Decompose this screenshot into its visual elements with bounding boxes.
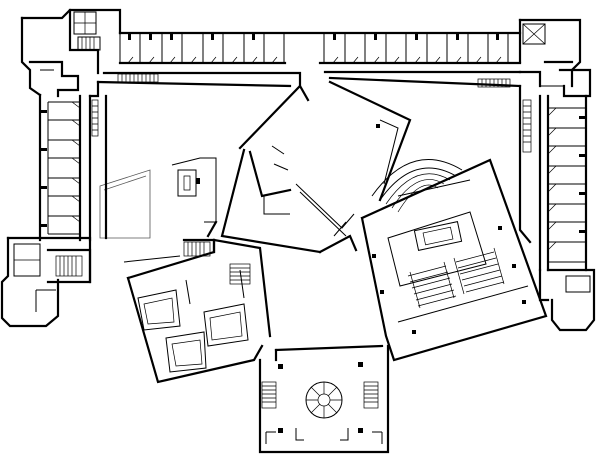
southwest-labs-block — [126, 238, 272, 384]
north-wing — [96, 31, 522, 88]
north-stairs — [117, 73, 511, 88]
central-skewed-hall — [220, 80, 412, 254]
northwest-tower — [20, 8, 122, 98]
north-right-rooms — [323, 33, 509, 64]
northeast-tower — [518, 18, 592, 98]
south-entrance-pavilion — [258, 344, 390, 454]
southeast-corner-block — [538, 268, 596, 332]
auditorium — [360, 158, 548, 362]
east-wing-rooms — [547, 107, 586, 263]
auditorium-seating — [407, 247, 505, 309]
east-wing — [518, 84, 588, 272]
central-hall-west — [99, 94, 218, 240]
west-lower-link — [88, 238, 216, 284]
west-wing — [38, 80, 100, 242]
southwest-corner-block — [0, 236, 92, 328]
north-left-rooms — [119, 33, 285, 64]
spiral-stair — [305, 381, 343, 419]
west-wing-rooms — [41, 101, 81, 235]
